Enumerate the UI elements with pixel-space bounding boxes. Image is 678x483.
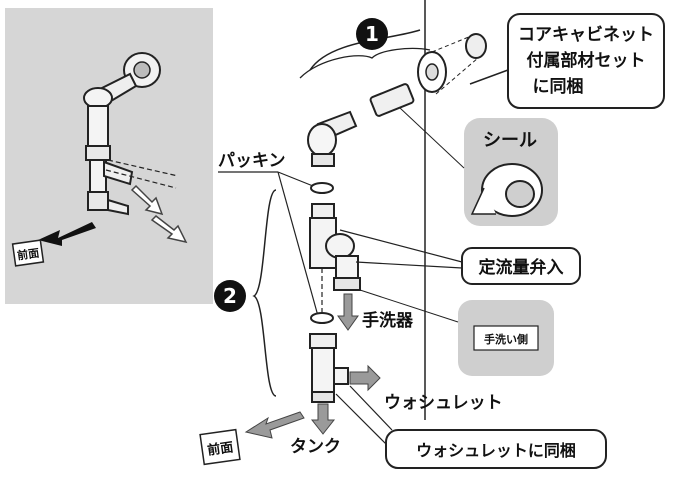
step1-number: 1 <box>365 22 379 46</box>
gasket-lower <box>310 312 334 324</box>
inset-panel: 前面 <box>5 8 213 304</box>
washlet-label: ウォシュレット <box>384 393 503 413</box>
core-cabinet-line3: に同梱 <box>533 76 584 97</box>
inset-front-label: 前面 <box>16 246 40 263</box>
hand-washer-arrow <box>337 293 359 331</box>
front-label: 前面 <box>206 439 234 458</box>
hand-wash-side-label: 手洗い側 <box>484 332 528 346</box>
washlet-bundled-callout <box>385 429 607 469</box>
tank-label: タンク <box>290 437 341 457</box>
lower-tee-body <box>311 347 335 393</box>
front-arrow <box>244 411 305 439</box>
inset-flow-arrow-2 <box>150 215 188 244</box>
tank-arrow <box>310 403 336 435</box>
step2-bracket <box>252 189 277 397</box>
elbow-fitting <box>307 123 337 157</box>
hand-washer-label: 手洗器 <box>362 310 414 331</box>
seal-label: シール <box>483 130 537 151</box>
inset-front-arrow <box>38 222 96 246</box>
step1-marker <box>356 18 388 50</box>
inset-front-box <box>11 239 45 267</box>
washlet-arrow <box>349 364 381 392</box>
core-cabinet-line1: コアキャビネット <box>518 25 654 45</box>
flow-valve-label: 定流量弁入 <box>479 257 564 278</box>
core-cabinet-line2: 付属部材セット <box>527 50 646 71</box>
front-box <box>199 428 241 466</box>
threaded-connector <box>369 83 415 117</box>
flow-valve-callout <box>461 247 581 285</box>
core-cabinet-callout <box>507 13 665 109</box>
step2-number: 2 <box>223 284 237 308</box>
washlet-bundled-label: ウォシュレットに同梱 <box>416 441 576 460</box>
packing-label: パッキン <box>218 151 286 171</box>
inset-flow-arrow-1 <box>130 184 164 216</box>
gasket-upper <box>310 182 334 194</box>
step2-marker <box>214 280 246 312</box>
